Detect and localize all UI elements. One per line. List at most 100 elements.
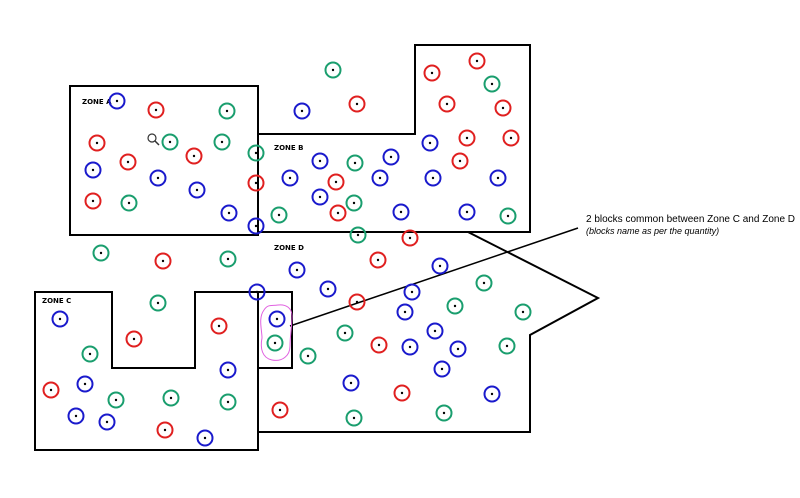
blue-block — [382, 148, 400, 166]
green-block — [514, 303, 532, 321]
green-block-ring — [336, 324, 354, 342]
green-block — [446, 297, 464, 315]
blue-block-ring — [403, 283, 421, 301]
green-block — [213, 133, 231, 151]
red-block-center-dot — [509, 136, 513, 140]
blue-block-ring — [220, 204, 238, 222]
blue-block-ring — [342, 374, 360, 392]
blue-block-ring — [196, 429, 214, 447]
green-block — [161, 133, 179, 151]
green-block — [483, 75, 501, 93]
blue-block — [149, 169, 167, 187]
green-block — [345, 409, 363, 427]
blue-block-center-dot — [433, 329, 437, 333]
zone-outlines — [34, 44, 601, 451]
red-block-ring — [369, 251, 387, 269]
blue-block-center-dot — [349, 381, 353, 385]
green-block-center-dot — [506, 214, 510, 218]
green-block — [498, 337, 516, 355]
blue-block-ring — [392, 203, 410, 221]
blue-block-center-dot — [58, 317, 62, 321]
blue-block-ring — [149, 169, 167, 187]
red-block — [185, 147, 203, 165]
green-block-center-dot — [442, 411, 446, 415]
blue-block-ring — [311, 188, 329, 206]
red-block-center-dot — [154, 108, 158, 112]
callout-leader-line — [289, 227, 579, 327]
blue-block-center-dot — [275, 317, 279, 321]
green-block-center-dot — [169, 396, 173, 400]
blue-block-center-dot — [227, 211, 231, 215]
blue-block-center-dot — [456, 347, 460, 351]
red-block — [423, 64, 441, 82]
blue-block — [248, 283, 266, 301]
green-block-ring — [219, 250, 237, 268]
red-block-center-dot — [91, 199, 95, 203]
red-block — [119, 153, 137, 171]
green-block — [149, 294, 167, 312]
green-block — [499, 207, 517, 225]
green-block — [345, 194, 363, 212]
blue-block-center-dot — [403, 310, 407, 314]
blue-block — [424, 169, 442, 187]
blue-block-center-dot — [288, 176, 292, 180]
red-block-center-dot — [355, 102, 359, 106]
green-block-ring — [219, 393, 237, 411]
blue-block-center-dot — [203, 436, 207, 440]
red-block-ring — [147, 101, 165, 119]
blue-block — [403, 283, 421, 301]
red-block-ring — [125, 330, 143, 348]
green-block-center-dot — [225, 109, 229, 113]
blue-block-ring — [247, 217, 265, 235]
blue-block — [342, 374, 360, 392]
red-block — [147, 101, 165, 119]
green-block — [120, 194, 138, 212]
red-block-center-dot — [355, 300, 359, 304]
green-block-ring — [514, 303, 532, 321]
blue-block-ring — [421, 134, 439, 152]
red-block-center-dot — [400, 391, 404, 395]
blue-block-center-dot — [255, 290, 259, 294]
red-block-center-dot — [408, 236, 412, 240]
blue-block — [396, 303, 414, 321]
blue-block-ring — [98, 413, 116, 431]
blue-block — [421, 134, 439, 152]
green-block — [266, 334, 284, 352]
blue-block-ring — [288, 261, 306, 279]
green-block-center-dot — [220, 140, 224, 144]
green-block — [435, 404, 453, 422]
red-block-ring — [154, 252, 172, 270]
red-block — [348, 293, 366, 311]
zone-cd-overlap-outline — [258, 291, 293, 369]
blue-block — [371, 169, 389, 187]
red-block-center-dot — [501, 106, 505, 110]
red-block — [271, 401, 289, 419]
red-block-ring — [458, 129, 476, 147]
blue-block — [108, 92, 126, 110]
blue-block-center-dot — [326, 287, 330, 291]
blue-block — [319, 280, 337, 298]
blue-block — [196, 429, 214, 447]
red-block-ring — [451, 152, 469, 170]
blue-block-ring — [311, 152, 329, 170]
blue-block-center-dot — [115, 99, 119, 103]
red-block — [247, 174, 265, 192]
red-block — [494, 99, 512, 117]
red-block — [393, 384, 411, 402]
red-block-center-dot — [217, 324, 221, 328]
blue-block-center-dot — [254, 224, 258, 228]
green-block-center-dot — [114, 398, 118, 402]
green-block-ring — [270, 206, 288, 224]
blue-block — [98, 413, 116, 431]
green-block-ring — [161, 133, 179, 151]
blue-block — [76, 375, 94, 393]
red-block-ring — [401, 229, 419, 247]
green-block-ring — [299, 347, 317, 365]
green-block — [349, 226, 367, 244]
red-block — [468, 52, 486, 70]
green-block-ring — [498, 337, 516, 355]
green-block — [107, 391, 125, 409]
callout-text: 2 blocks common between Zone C and Zone … — [586, 214, 795, 225]
green-block-center-dot — [226, 400, 230, 404]
red-block — [327, 173, 345, 191]
